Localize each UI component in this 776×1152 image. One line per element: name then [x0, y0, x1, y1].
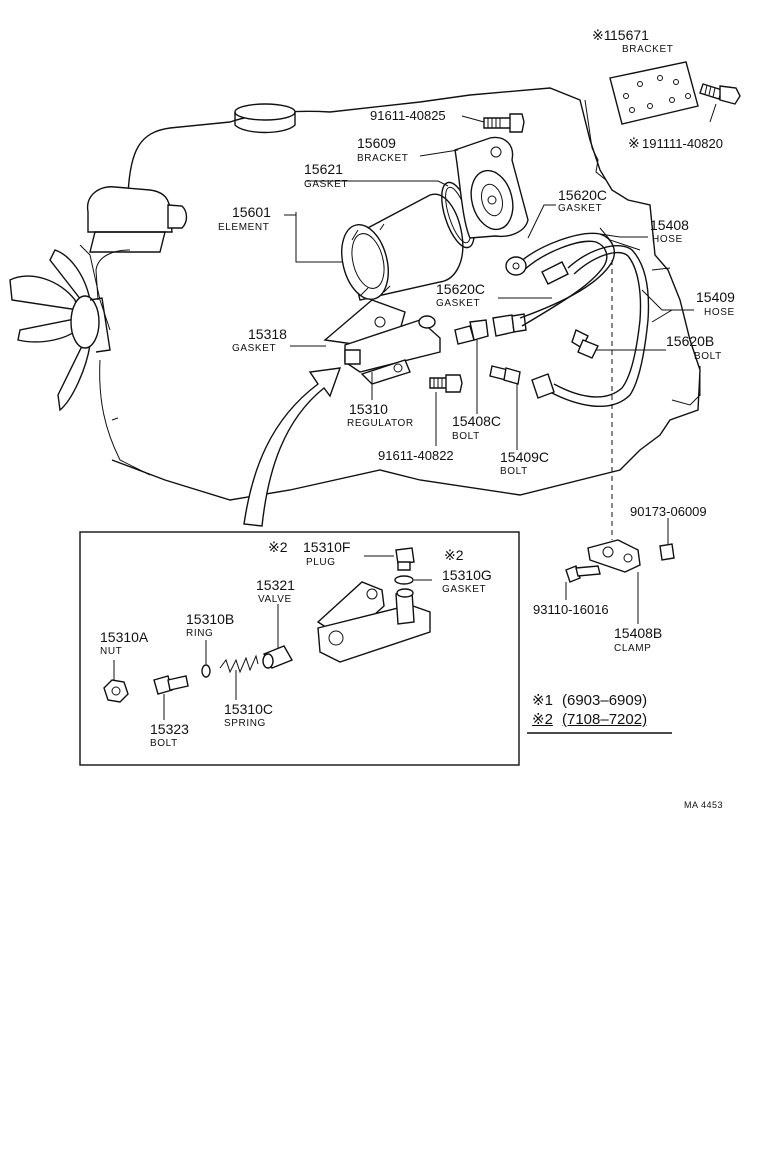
- inset-nut-drawing: [103, 679, 129, 703]
- engine-block-drawing: [9, 87, 701, 501]
- fitting-15408C-drawing: [454, 313, 527, 345]
- bolt-15620B-drawing: [571, 329, 599, 359]
- part-desc: PLUG: [306, 557, 336, 568]
- part-number: 15671: [610, 27, 649, 43]
- part-number: 15310F: [303, 539, 351, 555]
- bolt-93110-16016-drawing: [565, 565, 601, 583]
- nut-90173-06009-drawing: [659, 543, 675, 561]
- part-desc: ELEMENT: [218, 222, 270, 233]
- part-number: 90173-06009: [630, 504, 707, 519]
- part-number: 15620B: [666, 333, 715, 349]
- hose-15409-drawing: [531, 245, 650, 408]
- part-number: 15321: [256, 577, 295, 593]
- legend-range-2: (7108–7202): [562, 711, 648, 728]
- detail-arrow: [243, 367, 342, 527]
- inset-spring-drawing: [219, 654, 259, 674]
- part-number: 15409: [696, 289, 735, 305]
- part-number: 15310C: [224, 701, 274, 717]
- part-desc: BRACKET: [622, 44, 674, 55]
- part-desc: NUT: [100, 646, 123, 657]
- part-number: 15621: [304, 161, 343, 177]
- note-mark: ※: [628, 135, 640, 151]
- part-number: 15310B: [186, 611, 235, 627]
- part-number: 91611-40825: [370, 108, 446, 123]
- part-desc: GASKET: [442, 584, 487, 595]
- bolt-91611-40822-drawing: [429, 374, 463, 393]
- part-desc: GASKET: [436, 298, 481, 309]
- inset-plug-drawing: [394, 547, 415, 585]
- inset-ring-drawing: [201, 664, 211, 678]
- filter-bracket-drawing: [454, 136, 529, 239]
- part-number: 15408B: [614, 625, 663, 641]
- part-number: 15323: [150, 721, 189, 737]
- part-number: 15620C: [436, 281, 486, 297]
- part-number: 15408C: [452, 413, 502, 429]
- part-number: 93110-16016: [533, 602, 609, 617]
- note-mark: ※2: [268, 539, 288, 555]
- hose-15408-drawing: [505, 232, 616, 327]
- part-desc: SPRING: [224, 718, 266, 729]
- part-number: 15310A: [100, 629, 149, 645]
- part-number: 191111-40820: [642, 136, 723, 151]
- diagram-code: MA 4453: [684, 800, 724, 810]
- bolt-191111-40820-drawing: [699, 83, 741, 105]
- oil-filter-element: [341, 193, 464, 301]
- part-number: 15601: [232, 204, 271, 220]
- leader-lines: [113, 103, 717, 720]
- detail-inset-box: [79, 531, 520, 766]
- clamp-15408B-drawing: [587, 539, 641, 573]
- inset-regulator-drawing: [316, 581, 431, 663]
- part-number: 15310G: [442, 567, 492, 583]
- legend-range-1: (6903–6909): [562, 692, 648, 709]
- part-number: 15609: [357, 135, 396, 151]
- part-desc: BOLT: [452, 431, 480, 442]
- part-desc: REGULATOR: [347, 418, 414, 429]
- regulator-15310-drawing: [323, 299, 441, 385]
- part-number: 15318: [248, 326, 287, 342]
- part-desc: HOSE: [652, 234, 683, 245]
- part-desc: GASKET: [232, 343, 277, 354]
- part-desc: RING: [186, 628, 214, 639]
- part-desc: GASKET: [304, 179, 349, 190]
- bolt-15409C-drawing: [489, 365, 521, 385]
- part-number: 15310: [349, 401, 388, 417]
- inset-bolt-drawing: [153, 675, 189, 695]
- part-desc: BRACKET: [357, 153, 409, 164]
- part-number: 91611-40822: [378, 448, 454, 463]
- bracket-15671-drawing: [609, 61, 699, 125]
- note-mark: ※2: [444, 547, 464, 563]
- inset-valve-drawing: [262, 645, 294, 669]
- part-desc: BOLT: [150, 738, 178, 749]
- part-desc: BOLT: [500, 466, 528, 477]
- part-desc: BOLT: [694, 351, 722, 362]
- part-number: 15408: [650, 217, 689, 233]
- bolt-91611-40825-drawing: [483, 113, 525, 133]
- part-number: 15620C: [558, 187, 608, 203]
- part-desc: GASKET: [558, 203, 603, 214]
- note-mark: ※1: [592, 27, 612, 43]
- part-number: 15409C: [500, 449, 550, 465]
- part-desc: CLAMP: [614, 643, 652, 654]
- legend-mark-2: ※2: [532, 711, 553, 728]
- part-desc: HOSE: [704, 307, 735, 318]
- part-desc: VALVE: [258, 594, 292, 605]
- legend-mark-1: ※1: [532, 692, 553, 709]
